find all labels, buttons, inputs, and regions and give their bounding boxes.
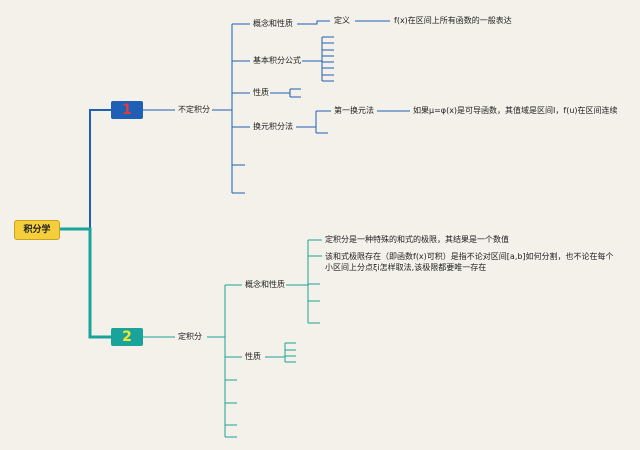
concept2-item-1: 定积分是一种特殊的和式的极限，其结果是一个数值 bbox=[325, 235, 509, 244]
branch1-child-substitution[interactable]: 换元积分法 bbox=[253, 122, 293, 131]
branch2-child-ticks bbox=[225, 284, 242, 438]
first-substitution-text: 如果μ=φ(x)是可导函数，其值域是区间I，f(u)在区间连续 bbox=[413, 106, 618, 115]
property2-sub-lines bbox=[265, 342, 296, 363]
branch2-number-badge[interactable]: 2 bbox=[111, 328, 143, 346]
branch1-spine bbox=[212, 24, 233, 193]
concept2-item-2: 该和式极限存在（即函数f(x)可积）是指不论对区间[a,b]如何分割，也不论在每… bbox=[325, 252, 614, 272]
substitution-sub-lines bbox=[296, 110, 331, 134]
branch1-child-formula[interactable]: 基本积分公式 bbox=[253, 56, 301, 65]
branch1-label[interactable]: 不定积分 bbox=[178, 105, 210, 114]
property-sub-lines bbox=[270, 88, 301, 98]
branch1-child-concept[interactable]: 概念和性质 bbox=[253, 19, 293, 28]
formula-sub-lines bbox=[302, 36, 334, 82]
root-topic[interactable]: 积分学 bbox=[14, 220, 60, 240]
root-to-branch1-line bbox=[58, 109, 111, 230]
branch2-child-concept[interactable]: 概念和性质 bbox=[245, 280, 285, 289]
branch2-spine bbox=[207, 285, 226, 437]
branch2-label[interactable]: 定积分 bbox=[178, 332, 202, 341]
first-substitution-label[interactable]: 第一换元法 bbox=[334, 106, 374, 115]
definition-label[interactable]: 定义 bbox=[334, 16, 350, 25]
concept2-sub-lines bbox=[286, 239, 322, 324]
definition-text: f(x)在区间上所有函数的一般表达 bbox=[394, 16, 512, 25]
branch2-child-property[interactable]: 性质 bbox=[245, 352, 261, 361]
root-to-branch2-line bbox=[58, 227, 111, 339]
branch1-child-property[interactable]: 性质 bbox=[253, 88, 269, 97]
branch1-child-ticks bbox=[232, 23, 250, 194]
concept-to-definition-line bbox=[297, 20, 330, 25]
branch1-number-badge[interactable]: 1 bbox=[111, 101, 143, 119]
